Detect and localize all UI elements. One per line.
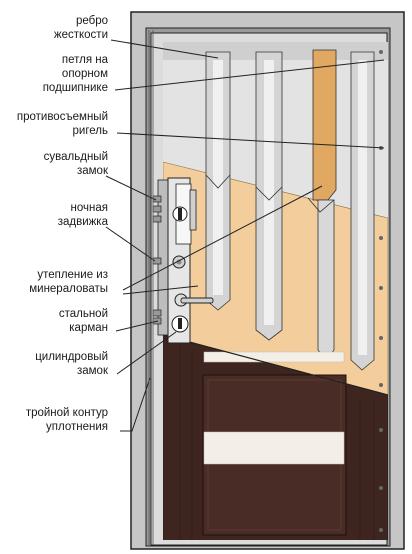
wooden-rib <box>312 49 337 361</box>
decor-stripe-upper <box>203 351 345 363</box>
decor-stripe-lower <box>203 431 345 465</box>
hinge-pins <box>379 50 383 532</box>
seal-contour <box>148 30 154 545</box>
door-handle <box>174 293 214 307</box>
leader-lines <box>105 39 385 432</box>
door-leaf <box>163 42 388 540</box>
